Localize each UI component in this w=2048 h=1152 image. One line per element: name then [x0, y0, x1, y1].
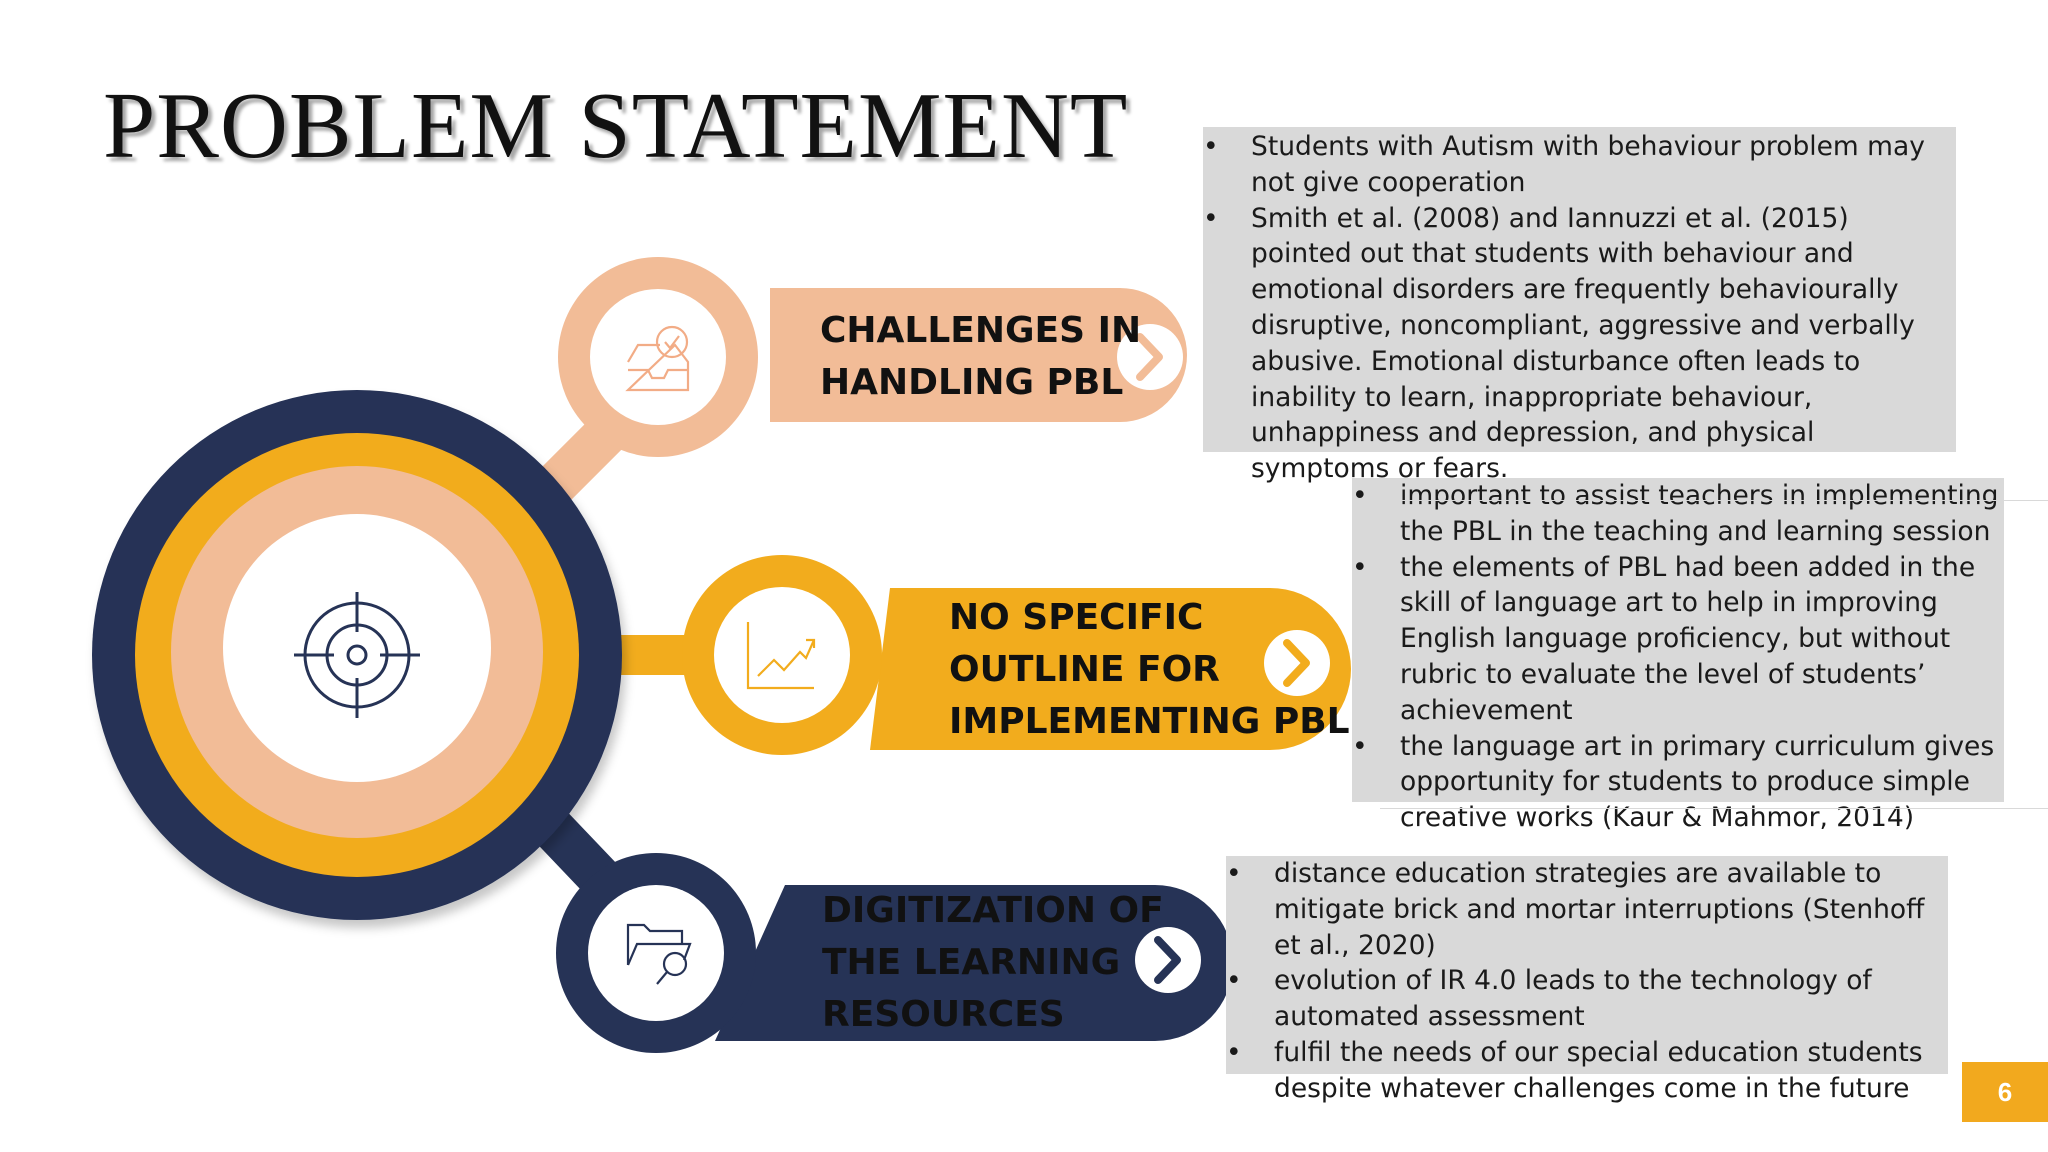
center-target-circle	[92, 390, 622, 920]
label-line: HANDLING PBL	[820, 362, 1124, 403]
bullet-item: Students with Autism with behaviour prob…	[1203, 129, 1956, 201]
label-line: NO SPECIFIC	[949, 597, 1204, 638]
bullet-item: the language art in primary curriculum g…	[1352, 729, 2004, 836]
bullet-item: fulfil the needs of our special educatio…	[1226, 1035, 1948, 1107]
arrow-digitization-icon	[1135, 927, 1201, 993]
slide-title: PROBLEM STATEMENT	[103, 74, 1129, 178]
bullet-item: evolution of IR 4.0 leads to the technol…	[1226, 963, 1948, 1035]
circle-digitization	[556, 853, 756, 1053]
arrow-challenges-icon	[1117, 324, 1183, 390]
bullet-item: distance education strategies are availa…	[1226, 856, 1948, 963]
bullets-challenges: Students with Autism with behaviour prob…	[1203, 127, 1956, 484]
label-outline: NO SPECIFIC OUTLINE FOR IMPLEMENTING PBL	[949, 592, 1350, 748]
circle-challenges	[558, 257, 758, 457]
bullet-item: the elements of PBL had been added in th…	[1352, 550, 2004, 729]
pill-bar-challenges	[770, 288, 1187, 422]
label-line: DIGITIZATION OF	[822, 890, 1164, 931]
bullets-digitization: distance education strategies are availa…	[1226, 856, 1948, 1104]
arrow-outline-icon	[1264, 630, 1330, 696]
label-challenges: CHALLENGES IN HANDLING PBL	[820, 305, 1141, 409]
label-line: RESOURCES	[822, 994, 1065, 1035]
bullet-item: Smith et al. (2008) and Iannuzzi et al. …	[1203, 201, 1956, 487]
label-line: THE LEARNING	[822, 942, 1121, 983]
label-line: IMPLEMENTING PBL	[949, 701, 1350, 742]
label-digitization: DIGITIZATION OF THE LEARNING RESOURCES	[822, 885, 1164, 1041]
bullet-item: important to assist teachers in implemen…	[1352, 478, 2004, 550]
folder-search-icon	[626, 923, 692, 985]
label-line: OUTLINE FOR	[949, 649, 1220, 690]
circle-outline	[682, 555, 882, 755]
pill-bar-digitization	[715, 885, 1233, 1041]
inbox-check-icon	[625, 325, 690, 392]
divider-line	[1380, 500, 2048, 501]
trend-chart-icon	[746, 622, 816, 690]
bullets-outline: important to assist teachers in implemen…	[1352, 478, 2004, 833]
label-line: CHALLENGES IN	[820, 310, 1142, 351]
page-number: 6	[1962, 1062, 2048, 1122]
pill-bar-outline	[870, 588, 1351, 750]
target-icon	[294, 592, 420, 718]
divider-line	[1380, 808, 2048, 809]
